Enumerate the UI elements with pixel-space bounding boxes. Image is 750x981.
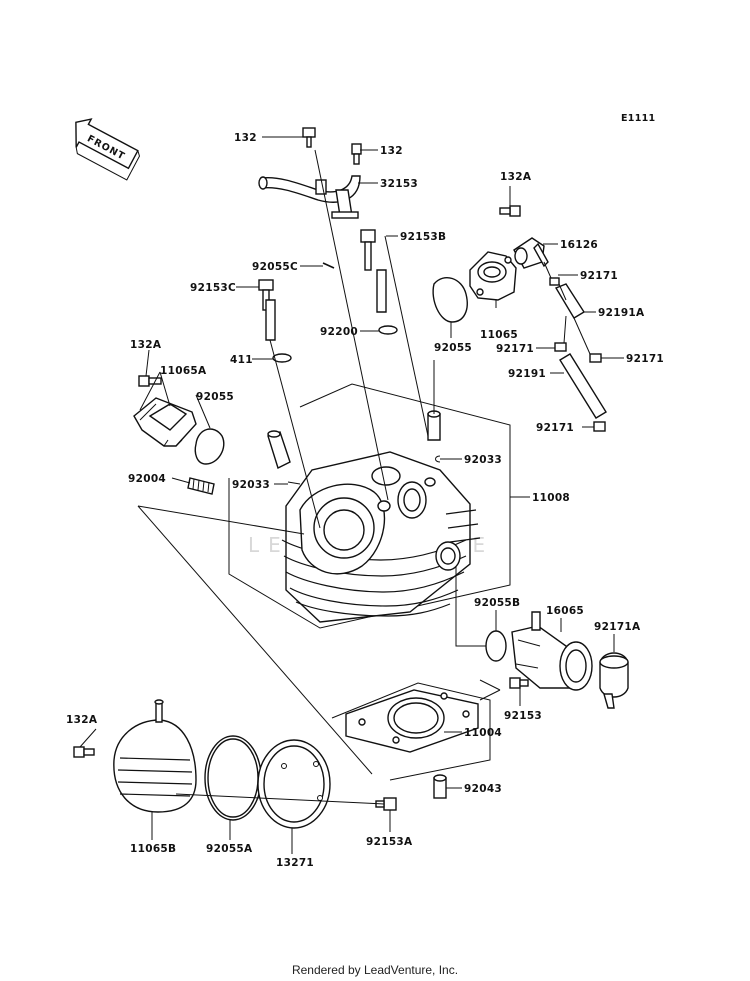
bolt-92153B xyxy=(360,229,387,313)
clamp-92171-b xyxy=(554,342,567,352)
cover-11065A xyxy=(133,397,197,447)
callout-92033-left: 92033 xyxy=(232,479,270,491)
diagram-id: E1111 xyxy=(621,113,655,124)
callout-92191: 92191 xyxy=(508,368,546,380)
callout-11008: 11008 xyxy=(532,492,570,504)
breather-pipe xyxy=(258,175,361,219)
clip-92033-right xyxy=(435,455,441,463)
callout-132-left: 132 xyxy=(234,132,257,144)
callout-16126: 16126 xyxy=(560,239,598,251)
callout-labels: 132 132 32153 132A 92153B 16126 92055C 9… xyxy=(66,132,664,869)
fitting-16126 xyxy=(513,237,549,269)
callout-92171A: 92171A xyxy=(594,621,641,633)
guide-left xyxy=(267,430,291,469)
callout-16065: 16065 xyxy=(546,605,584,617)
callout-411: 411 xyxy=(230,354,253,366)
plug-92004 xyxy=(187,477,215,495)
cover-11065B xyxy=(113,699,197,813)
callout-92055A: 92055A xyxy=(206,843,253,855)
callout-11065: 11065 xyxy=(480,329,518,341)
clip-92033-left xyxy=(287,481,301,485)
clamp-92171-a xyxy=(549,277,560,286)
callout-132A-left: 132A xyxy=(130,339,162,351)
callout-11065A: 11065A xyxy=(160,365,207,377)
callout-132A-top: 132A xyxy=(500,171,532,183)
head-group-outline xyxy=(228,383,511,629)
oring-92055B xyxy=(485,630,507,662)
hose-92191A xyxy=(554,283,585,319)
bolt-132A-left xyxy=(138,375,162,387)
callout-92171-b: 92171 xyxy=(496,343,534,355)
thermostat-cover-11065 xyxy=(469,251,517,301)
callout-132A-bottom: 132A xyxy=(66,714,98,726)
callout-92153C: 92153C xyxy=(190,282,236,294)
callout-92055-top: 92055 xyxy=(434,342,472,354)
callout-92153A: 92153A xyxy=(366,836,413,848)
callout-92043: 92043 xyxy=(464,783,502,795)
clamp-92171A xyxy=(599,652,629,709)
bolt-132A-top xyxy=(499,205,521,217)
callout-92055-left: 92055 xyxy=(196,391,234,403)
dowel-92043 xyxy=(433,774,447,799)
footer-credit: Rendered by LeadVenture, Inc. xyxy=(291,963,459,977)
washer-411 xyxy=(272,353,292,363)
cylinder-head-11008 xyxy=(281,451,481,623)
callout-92153B: 92153B xyxy=(400,231,446,243)
oring-92055-left xyxy=(194,428,225,465)
hose-92191 xyxy=(559,353,607,419)
bolt-92153C xyxy=(258,279,276,341)
front-arrow-icon: FRONT xyxy=(75,118,141,181)
callout-92171-d: 92171 xyxy=(536,422,574,434)
callout-32153: 32153 xyxy=(380,178,418,190)
callout-92191A: 92191A xyxy=(598,307,645,319)
callout-92200: 92200 xyxy=(320,326,358,338)
oring-92055-top xyxy=(432,276,468,323)
callout-92004: 92004 xyxy=(128,473,166,485)
callout-92171-c: 92171 xyxy=(626,353,664,365)
bolt-132-right xyxy=(351,143,362,165)
callout-92033-right: 92033 xyxy=(464,454,502,466)
clamp-92171-c xyxy=(589,353,602,363)
callout-92055C: 92055C xyxy=(252,261,298,273)
callout-92153: 92153 xyxy=(504,710,542,722)
leader-lines xyxy=(79,136,624,854)
callout-92055B: 92055B xyxy=(474,597,520,609)
bolt-132A-bottom xyxy=(73,746,95,758)
pin-92055C xyxy=(322,262,335,269)
callout-13271: 13271 xyxy=(276,857,314,869)
gasket-group-outline xyxy=(331,682,491,781)
callout-92171-a: 92171 xyxy=(580,270,618,282)
gasket-11004 xyxy=(345,689,479,753)
intake-16065 xyxy=(511,611,593,691)
callout-132-right: 132 xyxy=(380,145,403,157)
callout-11065B: 11065B xyxy=(130,843,176,855)
callout-11004: 11004 xyxy=(464,727,502,739)
washer-92200 xyxy=(378,325,398,335)
bolt-132-left xyxy=(302,127,316,148)
guide-right xyxy=(427,410,441,441)
bolt-92153 xyxy=(509,677,529,689)
plate-13271 xyxy=(257,739,331,829)
clamp-92171-d xyxy=(593,421,606,432)
